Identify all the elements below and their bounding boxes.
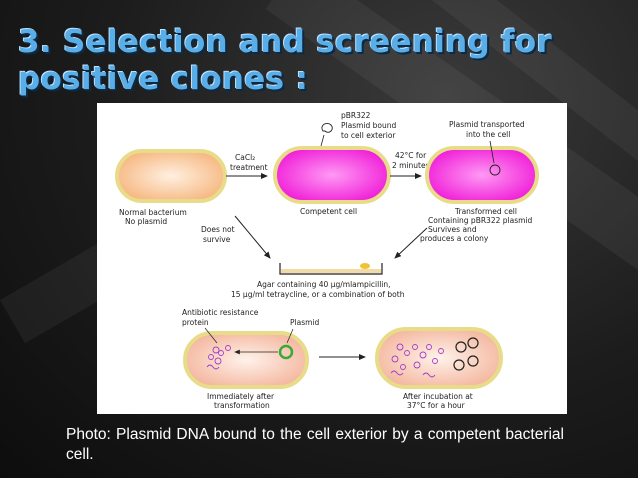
label-survives-and: Survives and	[428, 225, 477, 234]
label-42c: 42°C for	[395, 151, 427, 160]
label-agar-line-2: 15 µg/ml tetraycline, or a combination o…	[231, 290, 405, 299]
label-normal-bacterium: Normal bacterium	[119, 208, 187, 217]
label-pbr322: pBR322	[341, 111, 371, 120]
label-2-minutes: 2 minutes	[392, 161, 430, 170]
cell-after-incubation	[375, 327, 503, 389]
competent-cell	[273, 146, 391, 204]
cell-immediately-after	[183, 331, 309, 389]
label-plasmid: Plasmid	[290, 318, 319, 327]
label-agar-line-1: Agar containing 40 µg/mlampicillin,	[257, 280, 391, 289]
label-does-not: Does not	[201, 225, 235, 234]
slide-title-line-1: 3. Selection and screening for	[18, 24, 553, 60]
label-containing-pbr322: Containing pBR322 plasmid	[428, 216, 532, 225]
label-competent-cell: Competent cell	[300, 207, 357, 216]
label-plasmid-bound: Plasmid bound	[341, 121, 397, 130]
slide-title: 3. Selection and screening for positive …	[18, 24, 628, 98]
label-transformation: transformation	[214, 401, 270, 410]
arrow-to-agar-left	[234, 215, 271, 259]
arrow-plasmid-inside	[489, 140, 495, 164]
label-survive: survive	[203, 235, 231, 244]
bound-plasmid	[321, 122, 333, 133]
label-into-the-cell: into the cell	[466, 130, 510, 139]
arrow-to-agar-right	[394, 227, 428, 259]
label-transformed-cell: Transformed cell	[454, 207, 517, 216]
label-immediately-after: Immediately after	[207, 392, 275, 401]
label-produces-a-colony: produces a colony	[420, 234, 489, 243]
arrow-protein-pointer	[204, 327, 218, 344]
normal-bacterium-cell	[115, 149, 227, 203]
label-after-incubation: After incubation at	[403, 392, 473, 401]
label-cacl2: CaCl₂	[235, 153, 255, 162]
label-37c-for-a-hour: 37°C for a hour	[407, 401, 466, 410]
arrow-plasmid-pointer	[286, 328, 294, 344]
agar-plate	[279, 263, 383, 275]
label-treatment: treatment	[230, 163, 268, 172]
figure-caption: Photo: Plasmid DNA bound to the cell ext…	[66, 426, 564, 463]
label-protein: protein	[182, 318, 209, 327]
slide-title-line-2: positive clones :	[18, 61, 309, 97]
transformed-cell	[425, 146, 539, 204]
arrow-bound-plasmid	[320, 134, 325, 147]
transformation-diagram: Normal bacterium No plasmid CaCl₂ treatm…	[97, 103, 567, 414]
label-antibiotic-resistance: Antibiotic resistance	[182, 308, 259, 317]
label-to-cell-exterior: to cell exterior	[341, 131, 396, 140]
label-plasmid-transported: Plasmid transported	[449, 120, 525, 129]
diagram-canvas: Normal bacterium No plasmid CaCl₂ treatm…	[115, 111, 539, 410]
label-no-plasmid: No plasmid	[125, 217, 167, 226]
